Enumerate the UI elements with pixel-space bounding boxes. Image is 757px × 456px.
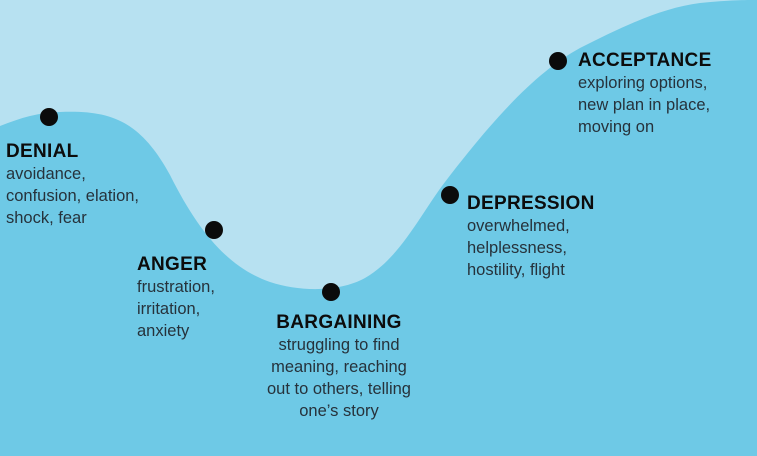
stage-description: exploring options, new plan in place, mo… <box>578 72 712 138</box>
description-line: overwhelmed, <box>467 216 570 235</box>
stage-description: frustration, irritation, anxiety <box>137 276 215 342</box>
description-line: out to others, telling <box>266 379 411 398</box>
description-line: frustration, <box>137 277 215 296</box>
acceptance-marker <box>549 52 567 70</box>
description-line: helplessness, <box>467 238 567 257</box>
description-line: new plan in place, <box>578 95 711 114</box>
description-line: hostility, flight <box>467 260 565 279</box>
description-line: confusion, elation, <box>6 186 140 205</box>
stage-title: ACCEPTANCE <box>578 50 712 71</box>
description-line: exploring options, <box>578 73 708 92</box>
stage-title: DENIAL <box>6 141 79 162</box>
denial-marker <box>40 108 58 126</box>
depression-marker <box>441 186 459 204</box>
description-line: shock, fear <box>6 208 87 227</box>
stage-title: DEPRESSION <box>467 193 595 214</box>
stage-acceptance: ACCEPTANCE exploring options, new plan i… <box>578 50 712 138</box>
stage-description: avoidance, confusion, elation, shock, fe… <box>6 163 139 229</box>
description-line: one’s story <box>299 401 379 420</box>
stage-title: ANGER <box>137 254 208 275</box>
anger-marker <box>205 221 223 239</box>
stage-title: BARGAINING <box>276 312 402 333</box>
description-line: meaning, reaching <box>271 357 407 376</box>
bargaining-marker <box>322 283 340 301</box>
description-line: irritation, <box>137 299 201 318</box>
description-line: struggling to find <box>278 335 400 354</box>
stage-bargaining: BARGAINING struggling to find meaning, r… <box>236 312 442 422</box>
stage-description: struggling to find meaning, reaching out… <box>236 334 442 422</box>
description-line: moving on <box>578 117 655 136</box>
description-line: avoidance, <box>6 164 86 183</box>
stage-depression: DEPRESSION overwhelmed, helplessness, ho… <box>467 193 595 281</box>
stage-description: overwhelmed, helplessness, hostility, fl… <box>467 215 595 281</box>
stage-denial: DENIAL avoidance, confusion, elation, sh… <box>6 141 139 229</box>
description-line: anxiety <box>137 321 190 340</box>
stage-anger: ANGER frustration, irritation, anxiety <box>137 254 215 342</box>
